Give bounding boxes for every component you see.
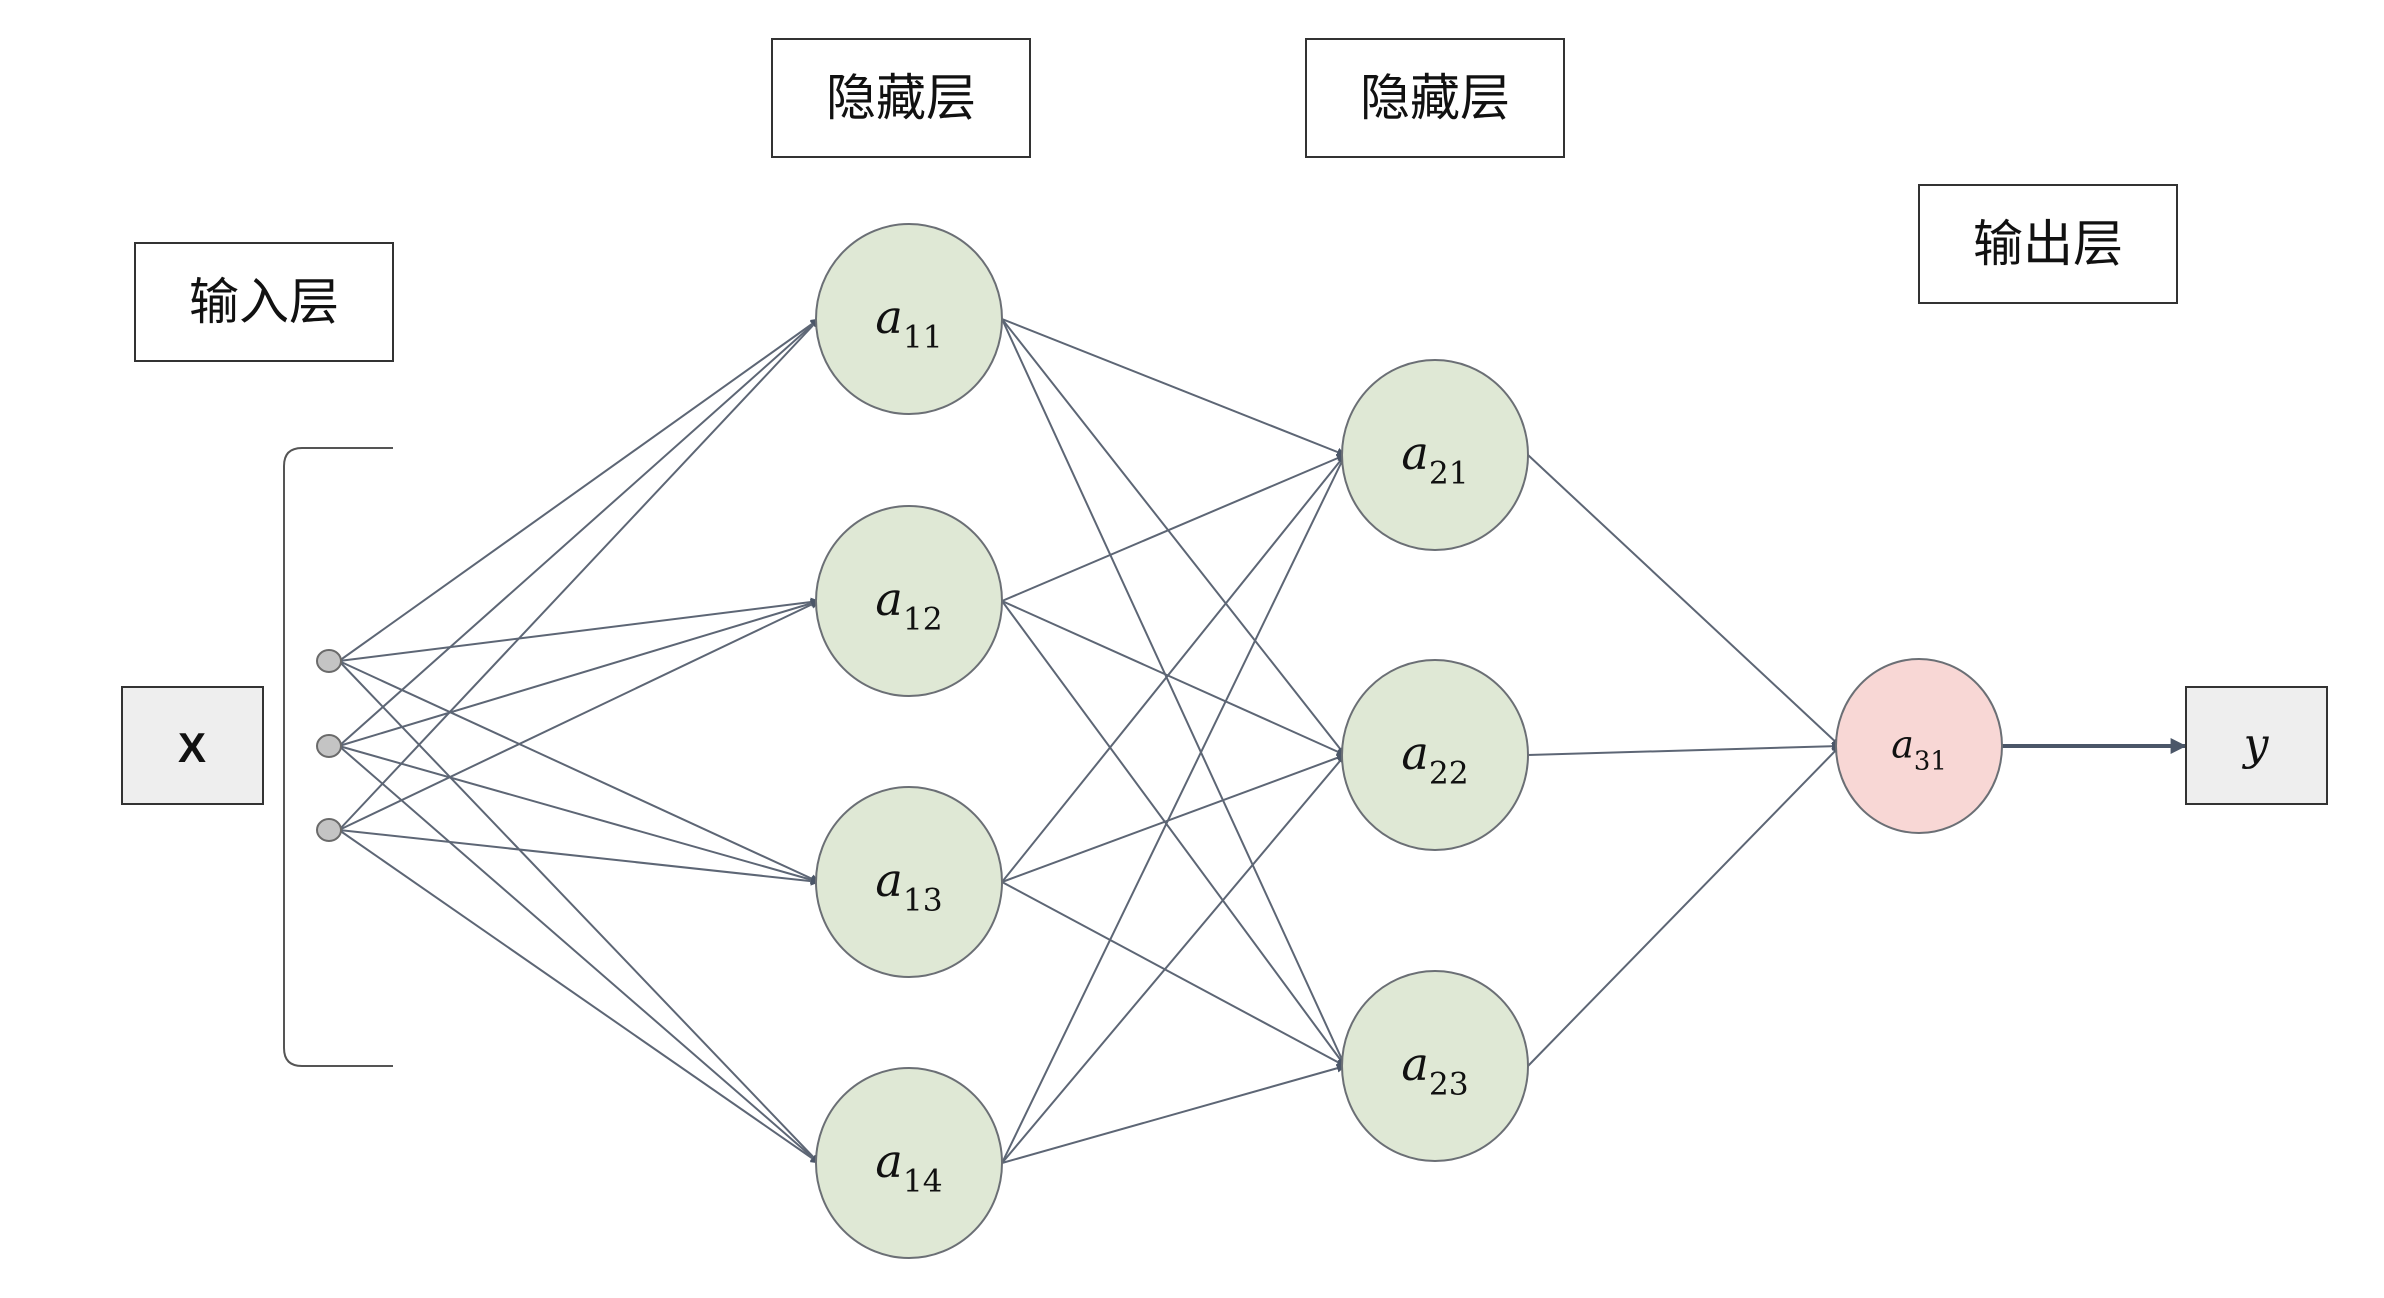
edge-hidden1-to-hidden2 <box>1001 318 1346 1067</box>
edge-input-to-hidden1 <box>338 745 820 1164</box>
neuron-a31-circle <box>1835 658 2003 834</box>
edge-hidden1-to-hidden2 <box>1001 600 1346 1067</box>
input-node-dot <box>316 734 342 758</box>
edge-hidden1-to-hidden2 <box>1001 881 1346 1067</box>
output-variable-box: y <box>2185 686 2328 805</box>
hidden-layer-1-text: 隐藏层 <box>826 69 976 127</box>
input-node-dot <box>316 818 342 842</box>
edge-hidden2-to-output <box>1527 741 1841 756</box>
edge-input-to-hidden1 <box>338 597 820 662</box>
neuron-a12-circle <box>815 505 1003 697</box>
edge-input-to-hidden1 <box>338 600 820 831</box>
edge-input-to-hidden1 <box>338 829 820 1164</box>
neuron-a11-circle <box>815 223 1003 415</box>
output-variable-text: y <box>2242 719 2270 770</box>
neuron-a14-circle <box>815 1067 1003 1259</box>
edge-hidden1-to-hidden2 <box>1001 754 1346 1164</box>
hidden-layer-1-label: 隐藏层 <box>771 38 1031 158</box>
edge-hidden1-to-hidden2 <box>1001 318 1346 457</box>
neuron-a22: a22 <box>1341 659 1529 851</box>
edge-hidden2-to-output <box>1527 454 1841 747</box>
connections <box>338 318 2187 1164</box>
edge-input-to-hidden1 <box>338 599 820 747</box>
neuron-a22-circle <box>1341 659 1529 851</box>
neuron-a14: a14 <box>815 1067 1003 1259</box>
input-variable-box: X <box>121 686 264 805</box>
neuron-a11: a11 <box>815 223 1003 415</box>
neuron-a13: a13 <box>815 786 1003 978</box>
neuron-a23: a23 <box>1341 970 1529 1162</box>
edge-hidden1-to-hidden2 <box>1001 454 1346 602</box>
edge-input-to-hidden1 <box>338 318 820 831</box>
neuron-a13-circle <box>815 786 1003 978</box>
input-node-dot <box>316 649 342 673</box>
neuron-a23-circle <box>1341 970 1529 1162</box>
input-bracket <box>283 447 393 1067</box>
edge-hidden1-to-hidden2 <box>1001 454 1346 1164</box>
edge-input-to-hidden1 <box>338 745 820 885</box>
neuron-a21-circle <box>1341 359 1529 551</box>
hidden-layer-2-label: 隐藏层 <box>1305 38 1565 158</box>
input-layer-text: 输入层 <box>189 273 339 331</box>
edge-hidden2-to-output <box>1527 745 1841 1067</box>
edge-input-to-hidden1 <box>338 318 820 662</box>
edge-hidden1-to-hidden2 <box>1001 1063 1346 1164</box>
edge-input-to-hidden1 <box>338 829 820 886</box>
edge-hidden1-to-hidden2 <box>1001 318 1346 756</box>
hidden-layer-2-text: 隐藏层 <box>1360 69 1510 127</box>
edge-hidden1-to-hidden2 <box>1001 600 1346 756</box>
output-layer-label: 输出层 <box>1918 184 2178 304</box>
edge-input-to-hidden1 <box>338 660 820 883</box>
input-dots <box>316 649 342 842</box>
edge-input-to-hidden1 <box>338 660 820 1164</box>
neuron-a12: a12 <box>815 505 1003 697</box>
output-layer-text: 输出层 <box>1973 215 2123 273</box>
edge-input-to-hidden1 <box>338 318 820 747</box>
neurons: a11 a12 a13 a14 a21 a22 a23 a31 <box>815 223 2003 1259</box>
input-variable-text: X <box>178 724 206 771</box>
neuron-a22-label: a22 <box>1401 726 1468 792</box>
edge-hidden1-to-hidden2 <box>1001 454 1346 883</box>
neuron-a21: a21 <box>1341 359 1529 551</box>
edge-hidden1-to-hidden2 <box>1001 753 1346 883</box>
input-layer-label: 输入层 <box>134 242 394 362</box>
neuron-a31: a31 <box>1835 658 2003 834</box>
